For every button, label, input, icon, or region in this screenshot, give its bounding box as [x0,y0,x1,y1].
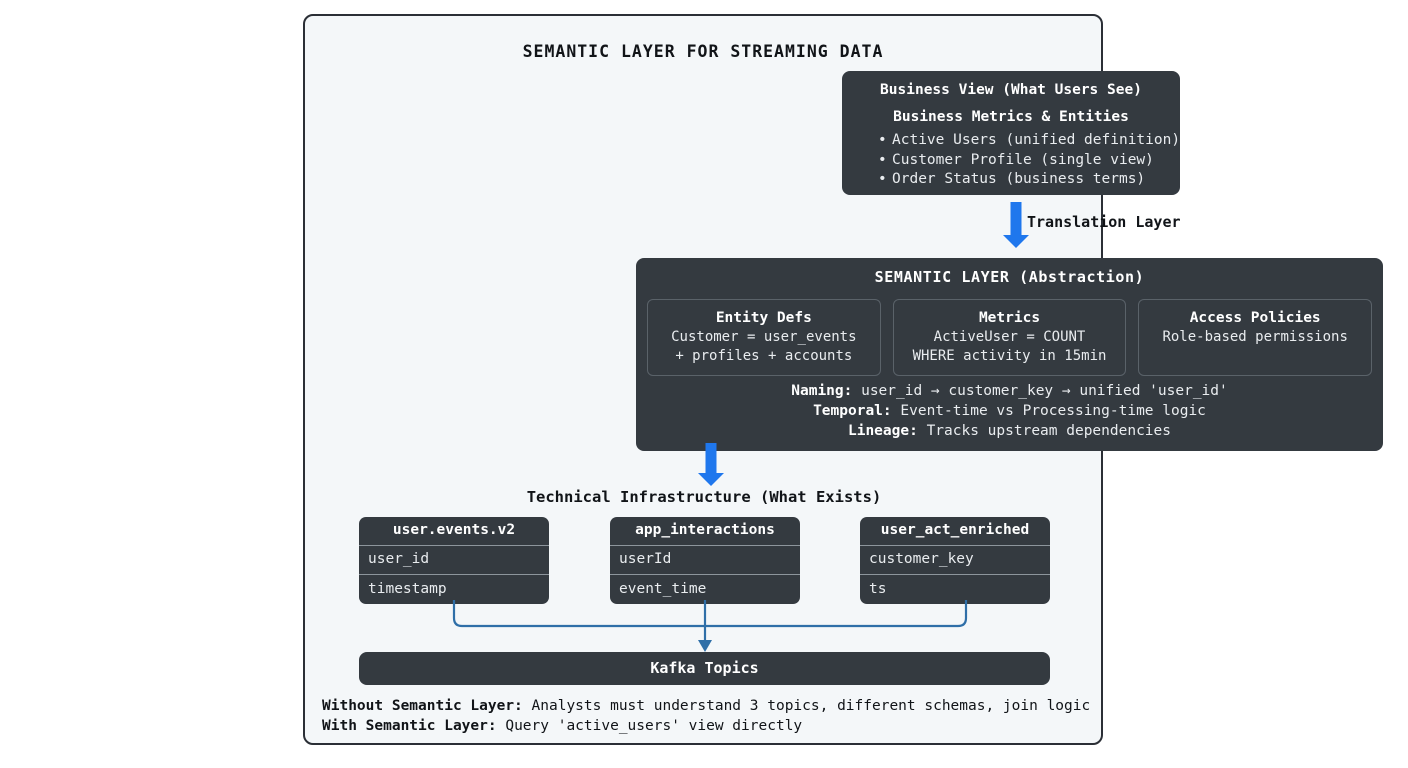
footnote-text: Analysts must understand 3 topics, diffe… [522,698,1091,714]
card-line: Customer = user_events [671,329,857,345]
table-name: app_interactions [610,517,800,546]
card-line: Role-based permissions [1162,329,1348,345]
note-text: Event-time vs Processing-time logic [900,403,1206,419]
kafka-topics-label: Kafka Topics [650,659,759,677]
table-field: userId [610,546,800,575]
infrastructure-title: Technical Infrastructure (What Exists) [526,488,882,506]
table-card: user_act_enriched customer_key ts [860,517,1050,604]
business-view-subheading: Business Metrics & Entities [893,109,1129,125]
business-view-list: Active Users (unified definition) Custom… [842,131,1180,190]
business-view-box: Business View (What Users See) Business … [842,71,1180,195]
arrow-shaft [1010,202,1022,235]
footnote-row: With Semantic Layer: Query 'active_users… [322,717,1102,737]
diagram-frame: SEMANTIC LAYER FOR STREAMING DATA Busine… [303,14,1383,745]
table-field: ts [869,581,887,597]
semantic-layer-notes: Naming: user_id → customer_key → unified… [636,381,1383,441]
arrow-head [1003,235,1029,248]
footnotes: Without Semantic Layer: Analysts must un… [322,697,1102,736]
footnote-text: Query 'active_users' view directly [496,717,803,734]
infrastructure-tables: user.events.v2 user_id timestamp app_int… [0,517,1408,604]
translation-layer-label: Translation Layer [1027,213,1181,231]
table-field: event_time [619,581,707,597]
card-metrics: Metrics ActiveUser = COUNT WHERE activit… [892,299,1127,376]
note-label: Naming: [791,383,853,399]
arrow-shaft [705,443,717,473]
note-text: user_id → customer_key → unified 'user_i… [861,383,1228,399]
card-entity-defs: Entity Defs Customer = user_events + pro… [647,299,881,376]
semantic-layer-title: SEMANTIC LAYER (Abstraction) [874,268,1145,286]
footnote-label: With Semantic Layer: [322,717,497,734]
card-access-policies: Access Policies Role-based permissions [1138,299,1373,376]
down-arrow-icon [1003,202,1029,248]
down-arrow-icon [698,443,724,486]
semantic-layer-cards: Entity Defs Customer = user_events + pro… [647,299,1373,376]
note-row: Temporal: Event-time vs Processing-time … [636,401,1383,421]
card-title: Access Policies [1189,310,1321,326]
footnote-row: Without Semantic Layer: Analysts must un… [322,697,1102,717]
card-title: Entity Defs [715,310,812,326]
footnote-label: Without Semantic Layer: [322,698,523,714]
table-name: user_act_enriched [860,517,1050,546]
note-row: Lineage: Tracks upstream dependencies [636,421,1383,441]
table-field: customer_key [860,546,1050,575]
table-card: user.events.v2 user_id timestamp [359,517,549,604]
list-item: Order Status (business terms) [878,170,1180,190]
semantic-layer-box: SEMANTIC LAYER (Abstraction) Entity Defs… [636,258,1383,451]
kafka-topics-box: Kafka Topics [359,652,1050,685]
card-line: ActiveUser = COUNT [933,329,1086,345]
card-line: + profiles + accounts [675,348,853,364]
card-line: WHERE activity in 15min [912,348,1107,364]
note-row: Naming: user_id → customer_key → unified… [636,381,1383,401]
table-name: user.events.v2 [359,517,549,546]
table-card: app_interactions userId event_time [610,517,800,604]
table-field: user_id [359,546,549,575]
page-title: SEMANTIC LAYER FOR STREAMING DATA [522,42,884,61]
list-item: Active Users (unified definition) [878,131,1180,151]
arrow-head [698,473,724,486]
note-label: Lineage: [847,423,918,439]
note-label: Temporal: [813,403,892,419]
note-text: Tracks upstream dependencies [926,423,1171,439]
table-field: timestamp [368,581,447,597]
card-title: Metrics [978,310,1041,326]
list-item: Customer Profile (single view) [878,151,1180,171]
business-view-heading: Business View (What Users See) [880,82,1142,98]
